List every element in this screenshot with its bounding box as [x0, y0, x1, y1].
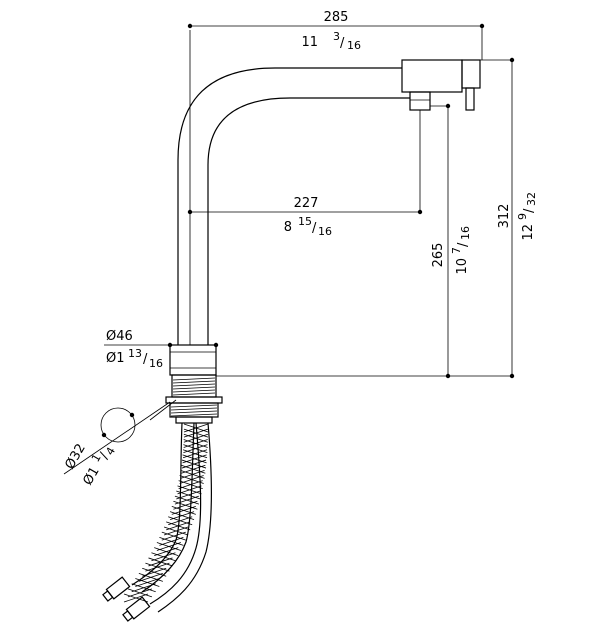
hose-braid-line: [127, 588, 153, 598]
spout-inner-inch-whole: 8: [284, 220, 292, 235]
dimension-spout-inner: 227 8 15 / 16: [187, 110, 423, 238]
thread-line: [170, 404, 218, 408]
total-height-inch-whole: 12: [521, 224, 536, 241]
thread-line: [170, 407, 218, 411]
thread-line: [172, 386, 216, 390]
hose-braid-line: [174, 495, 200, 505]
base-diameter-inch-whole: Ø1: [106, 351, 125, 366]
reach-inch-num: 3: [333, 30, 340, 43]
total-height-frac-slash: /: [522, 208, 537, 213]
hose-braid-line: [168, 516, 193, 526]
faucet-body: [169, 30, 481, 376]
outlet-height-inch-whole: 10: [455, 258, 470, 275]
hose-braid-line: [148, 557, 173, 567]
hole-diameter-mm: Ø32: [62, 441, 88, 472]
spout-inner-inch-num: 15: [298, 215, 312, 228]
hose-braid-line: [145, 562, 170, 572]
spout-inner-inch-den: 16: [318, 225, 332, 238]
hose-braid-line: [138, 573, 163, 582]
hose-braid-line: [142, 567, 167, 577]
hose-fitting-right: [122, 596, 151, 622]
hose-braid-line: [123, 593, 149, 603]
total-height-mm: 312: [497, 204, 512, 229]
reach-inch-whole: 11: [301, 35, 318, 50]
base-diameter-inch-num: 13: [128, 347, 142, 360]
hose-braid-line: [161, 531, 186, 541]
dimension-outlet-height: 265 10 7 / 16: [430, 103, 472, 379]
hose-braid-line: [135, 578, 160, 587]
hose-braid-line: [169, 511, 195, 520]
dimension-total-height: 312 12 9 / 32: [480, 57, 538, 379]
hose-braid-line: [171, 506, 196, 515]
hose-braid-line: [154, 547, 179, 557]
dimension-base-diameter: Ø46 Ø1 13 / 16: [104, 329, 219, 370]
reach-inch-den: 16: [347, 39, 361, 52]
hose-braid-line: [180, 469, 205, 479]
hose-braid-line: [156, 542, 182, 551]
hose-braid-line: [179, 475, 204, 484]
reach-mm: 285: [324, 10, 349, 25]
thread-line: [172, 392, 216, 396]
hose-braid-line: [177, 485, 202, 495]
flexible-hoses: [102, 422, 213, 622]
mounting-shank: [165, 374, 223, 424]
dimension-reach: 285 11 3 / 16: [187, 10, 485, 60]
thread-line: [172, 377, 216, 381]
outlet-height-inch-den: 16: [459, 226, 472, 240]
hose-braid-line: [178, 480, 203, 490]
base-diameter-mm: Ø46: [106, 329, 133, 344]
spout-inner-frac-slash: /: [312, 221, 317, 236]
total-height-inch-num: 9: [516, 213, 529, 220]
hose-braid-line: [163, 526, 189, 536]
hose-braid-line: [166, 521, 191, 531]
hose-braid-line: [159, 536, 184, 546]
hose-braid-line: [173, 500, 198, 510]
spout-inner-mm: 227: [294, 196, 319, 211]
base-diameter-frac-slash: /: [143, 352, 148, 367]
hose-fitting-left: [102, 576, 131, 602]
reach-frac-slash: /: [340, 36, 345, 51]
thread-line: [172, 380, 216, 384]
dimension-hole-diameter: Ø32 Ø1 1 / 4: [62, 399, 177, 488]
thread-line: [170, 413, 218, 417]
thread-line: [172, 383, 216, 387]
base-diameter-inch-den: 16: [149, 357, 163, 370]
hose-braid-line: [151, 552, 176, 562]
total-height-inch-den: 32: [525, 192, 538, 206]
thread-line: [172, 389, 216, 393]
outlet-height-frac-slash: /: [456, 242, 471, 247]
thread-line: [170, 410, 218, 414]
hole-diameter-inch-whole: Ø1: [80, 464, 102, 488]
hole-diameter-frac-slash: /: [97, 450, 112, 462]
outlet-height-mm: 265: [431, 243, 446, 268]
hose-braid-line: [131, 583, 156, 593]
hose-braid-line: [181, 464, 206, 474]
hose-braid-line: [176, 490, 201, 500]
outlet-height-inch-num: 7: [450, 247, 463, 254]
